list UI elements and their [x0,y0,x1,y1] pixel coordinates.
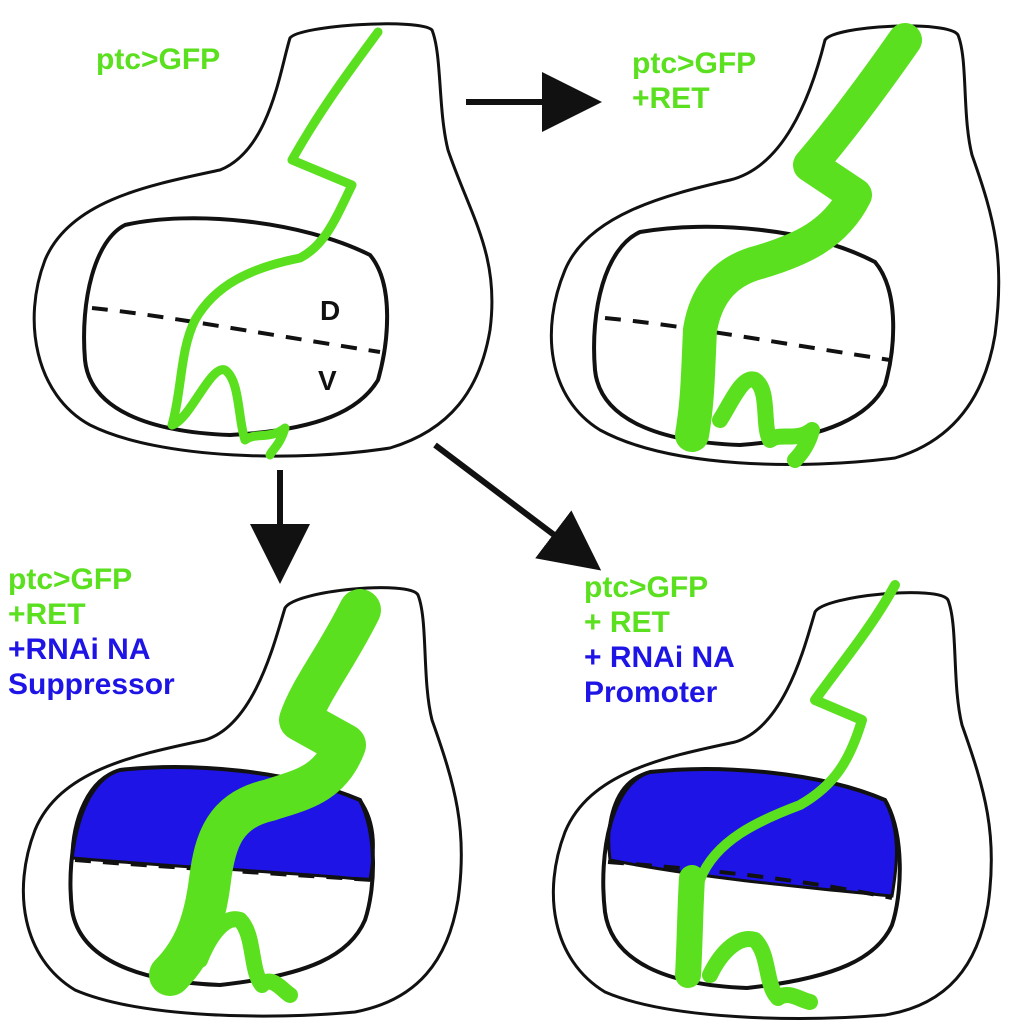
marker-dorsal: D [320,295,341,326]
panel-suppressor [21,586,463,1018]
panel-control [32,22,494,460]
dv-boundary [74,858,373,882]
ptc-gfp-stripe-suppressed [149,589,381,996]
ptc-gfp-stripe-ventral [675,865,705,988]
label-suppressor: ptc>GFP +RET +RNAi NA Suppressor [8,562,175,702]
panel-ret [549,23,1001,468]
label-line: +RET [8,598,86,631]
label-line: + RET [584,606,670,639]
ptc-gfp-stripe-tail [702,931,818,1010]
dv-boundary [604,316,891,362]
dv-boundary [607,860,893,900]
label-line: ptc>GFP [584,571,709,604]
label-line: +RET [632,82,710,115]
label-line: ptc>GFP [632,47,757,80]
label-line: Suppressor [8,668,175,701]
label-line: + RNAi NA [584,641,735,674]
ptc-gfp-stripe-tail [712,371,820,468]
ptc-gfp-stripe-thin [695,580,900,885]
label-line: Promoter [584,676,718,709]
disc-outer-outline [32,22,494,458]
disc-outer-outline [21,586,463,1018]
pouch-outline [82,216,390,438]
panel-promoter [551,580,993,1020]
label-line: +RNAi NA [8,633,151,666]
ptc-gfp-stripe-tail [192,911,298,1003]
label-line: ptc>GFP [8,563,133,596]
label-line: ptc>GFP [96,43,221,76]
arrow-to-promoter [433,442,602,571]
ptc-gfp-stripe [167,27,383,460]
ptc-gfp-stripe-expanded [675,23,922,452]
label-ret: ptc>GFP +RET [632,46,756,116]
label-control: ptc>GFP [96,42,220,77]
pouch-outline [601,767,902,991]
marker-ventral: V [318,365,337,396]
disc-outer-outline [549,24,1001,467]
label-promoter: ptc>GFP + RET + RNAi NA Promoter [584,570,735,710]
dv-boundary [91,306,381,354]
disc-outer-outline [551,591,993,1020]
